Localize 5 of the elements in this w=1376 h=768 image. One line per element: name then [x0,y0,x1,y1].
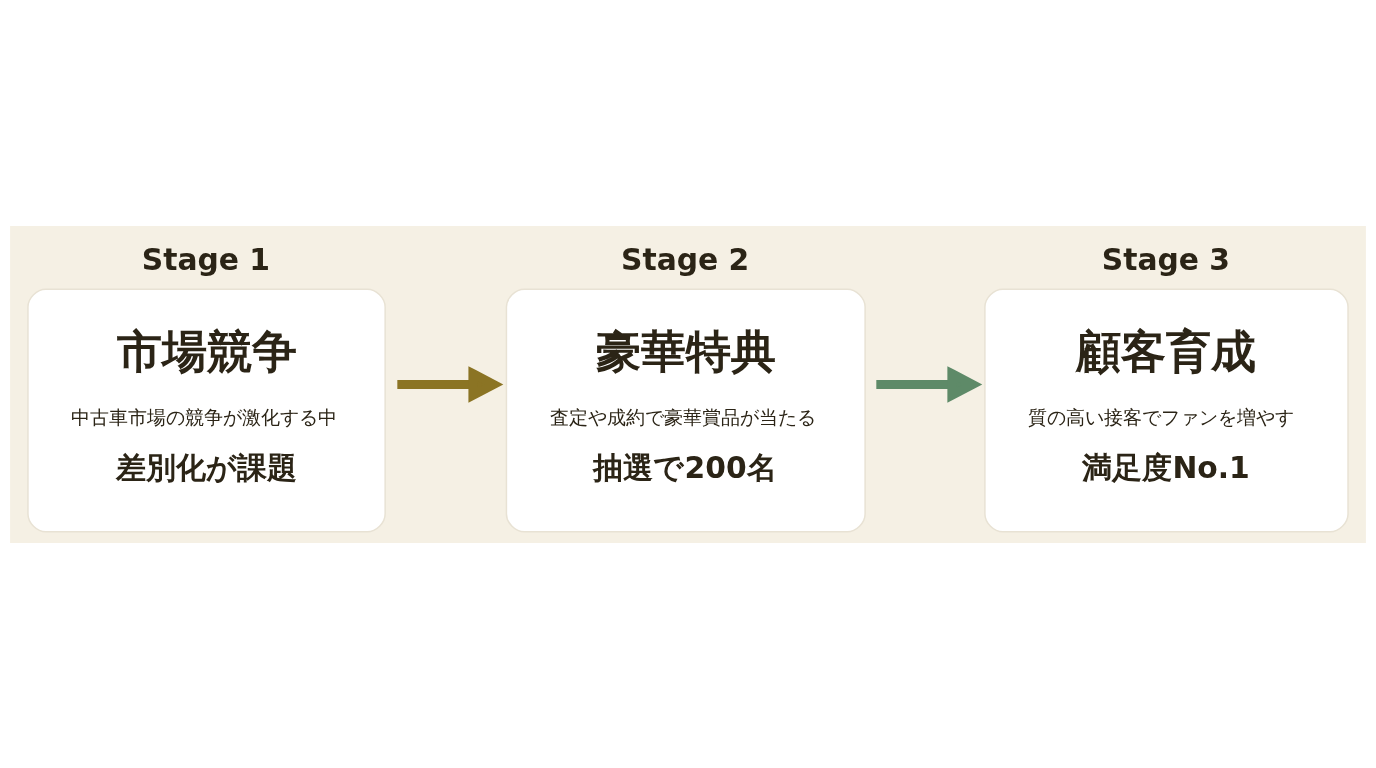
node-label: Stage 3 [1101,241,1230,277]
node-label: Stage 1 [141,241,271,277]
node-label: Stage 2 [621,241,750,277]
arrow [876,365,983,403]
arrow [397,365,504,403]
